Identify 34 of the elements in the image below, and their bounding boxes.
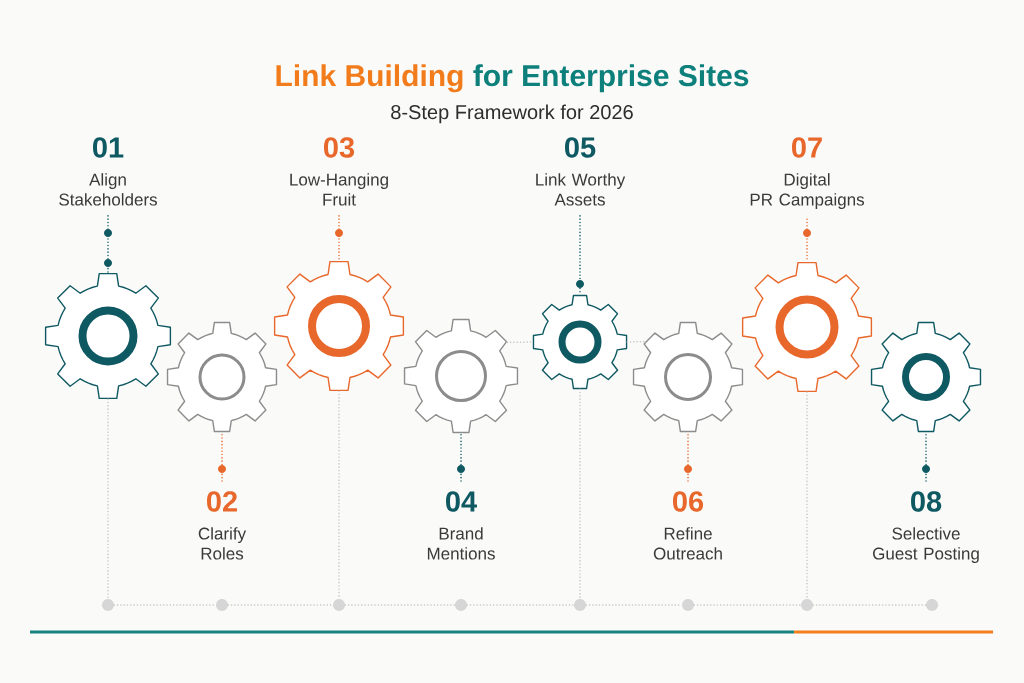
gear bbox=[44, 272, 172, 400]
gear bbox=[532, 294, 628, 390]
subtitle: 8-Step Framework for 2026 bbox=[391, 104, 633, 124]
dotted-line bbox=[626, 340, 647, 343]
gear bbox=[166, 321, 278, 433]
step-number: 03 bbox=[324, 137, 355, 158]
step-label: Brand Mentions bbox=[427, 527, 495, 560]
step-label: Align Stakeholders bbox=[59, 173, 157, 206]
dotted-line bbox=[338, 215, 340, 262]
step-label: Digital PR Campaigns bbox=[750, 173, 864, 209]
dotted-line bbox=[460, 432, 462, 482]
step-number: 07 bbox=[792, 137, 822, 158]
gear bbox=[403, 318, 519, 434]
step-number: 06 bbox=[673, 491, 704, 512]
step-label: Clarify Roles bbox=[198, 527, 247, 560]
gear bbox=[870, 321, 982, 433]
dotted-line bbox=[925, 431, 927, 482]
step-number: 01 bbox=[93, 137, 124, 158]
step-label: Selective Guest Posting bbox=[873, 527, 979, 563]
dotted-line bbox=[687, 431, 689, 482]
step-number: 02 bbox=[207, 491, 237, 512]
gear bbox=[632, 321, 744, 433]
step-label: Refine Outreach bbox=[653, 527, 722, 560]
step-number: 08 bbox=[911, 491, 942, 512]
gear bbox=[273, 260, 405, 392]
dotted-line bbox=[221, 431, 223, 482]
gear bbox=[741, 261, 873, 393]
title: Link Building for Enterprise Sites bbox=[276, 64, 749, 93]
step-number: 05 bbox=[565, 137, 596, 158]
step-label: Link Worthy Assets bbox=[536, 173, 626, 206]
dotted-line bbox=[506, 341, 534, 344]
dotted-line bbox=[107, 215, 109, 274]
step-number: 04 bbox=[446, 491, 477, 512]
step-label: Low-Hanging Fruit bbox=[290, 173, 388, 206]
